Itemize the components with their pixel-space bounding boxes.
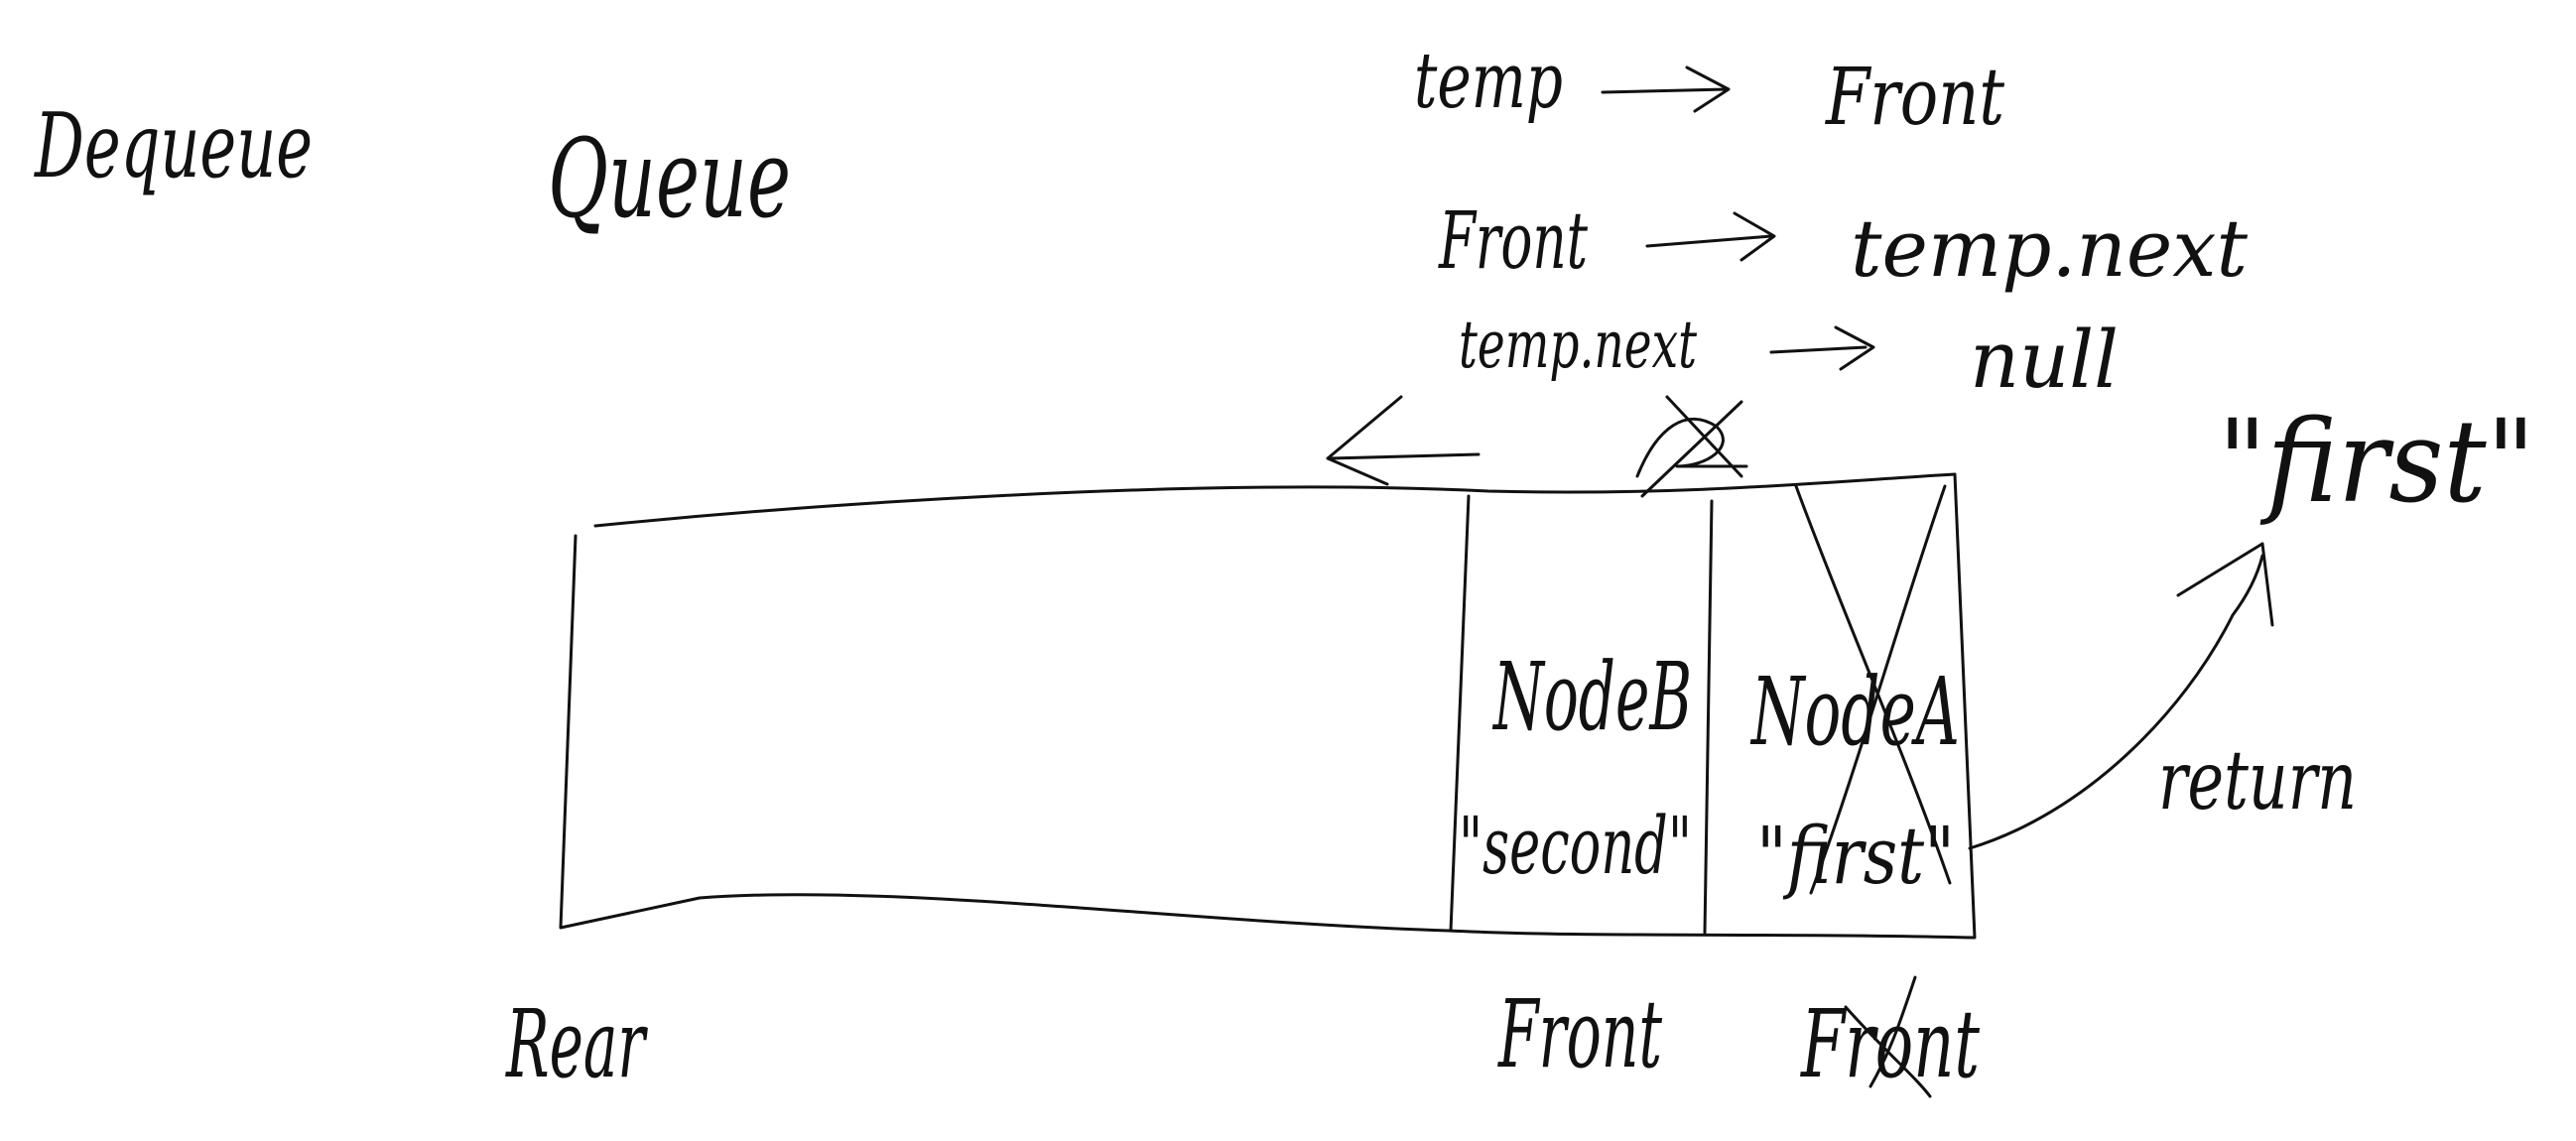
- step-3-rhs: null: [1970, 314, 2119, 406]
- step-3-arrow: [1769, 325, 1875, 371]
- step-3: temp.next null: [1459, 307, 2119, 406]
- queue-divider-a: [1703, 499, 1714, 935]
- front-current-label: Front: [1497, 980, 1663, 1089]
- crossed-pointer-mark: [1635, 395, 1748, 498]
- node-a-value: "first": [1756, 810, 1955, 902]
- node-a-name: NodeA: [1750, 658, 1960, 767]
- step-2-rhs: temp.next: [1851, 202, 2249, 295]
- step-2-lhs: Front: [1438, 194, 1589, 287]
- node-b-name: NodeB: [1492, 643, 1692, 752]
- queue-box-outline: [559, 472, 1977, 940]
- step-2: Front temp.next: [1438, 194, 2249, 295]
- rear-label: Rear: [505, 990, 649, 1099]
- return-arrow: [1968, 542, 2274, 850]
- returned-value: "first": [2218, 396, 2535, 529]
- node-a-cross-mark: [1794, 484, 1952, 895]
- step-1-arrow: [1601, 65, 1731, 113]
- step-3-lhs: temp.next: [1459, 307, 1697, 383]
- node-b-value: "second": [1459, 800, 1692, 892]
- step-2-arrow: [1645, 211, 1776, 262]
- queue-title: Queue: [548, 115, 791, 242]
- step-1-lhs: temp: [1414, 37, 1563, 126]
- node-a: NodeA "first": [1750, 484, 1960, 902]
- return-label: return: [2158, 734, 2357, 828]
- front-move-arrow: [1326, 395, 1481, 486]
- dequeue-title: Dequeue: [34, 94, 313, 198]
- front-old-cross-mark: [1844, 975, 1932, 1098]
- step-1-rhs: Front: [1824, 51, 2004, 143]
- queue-divider-b: [1449, 494, 1471, 933]
- step-1: temp Front: [1414, 37, 2005, 143]
- node-b: NodeB "second": [1459, 643, 1692, 892]
